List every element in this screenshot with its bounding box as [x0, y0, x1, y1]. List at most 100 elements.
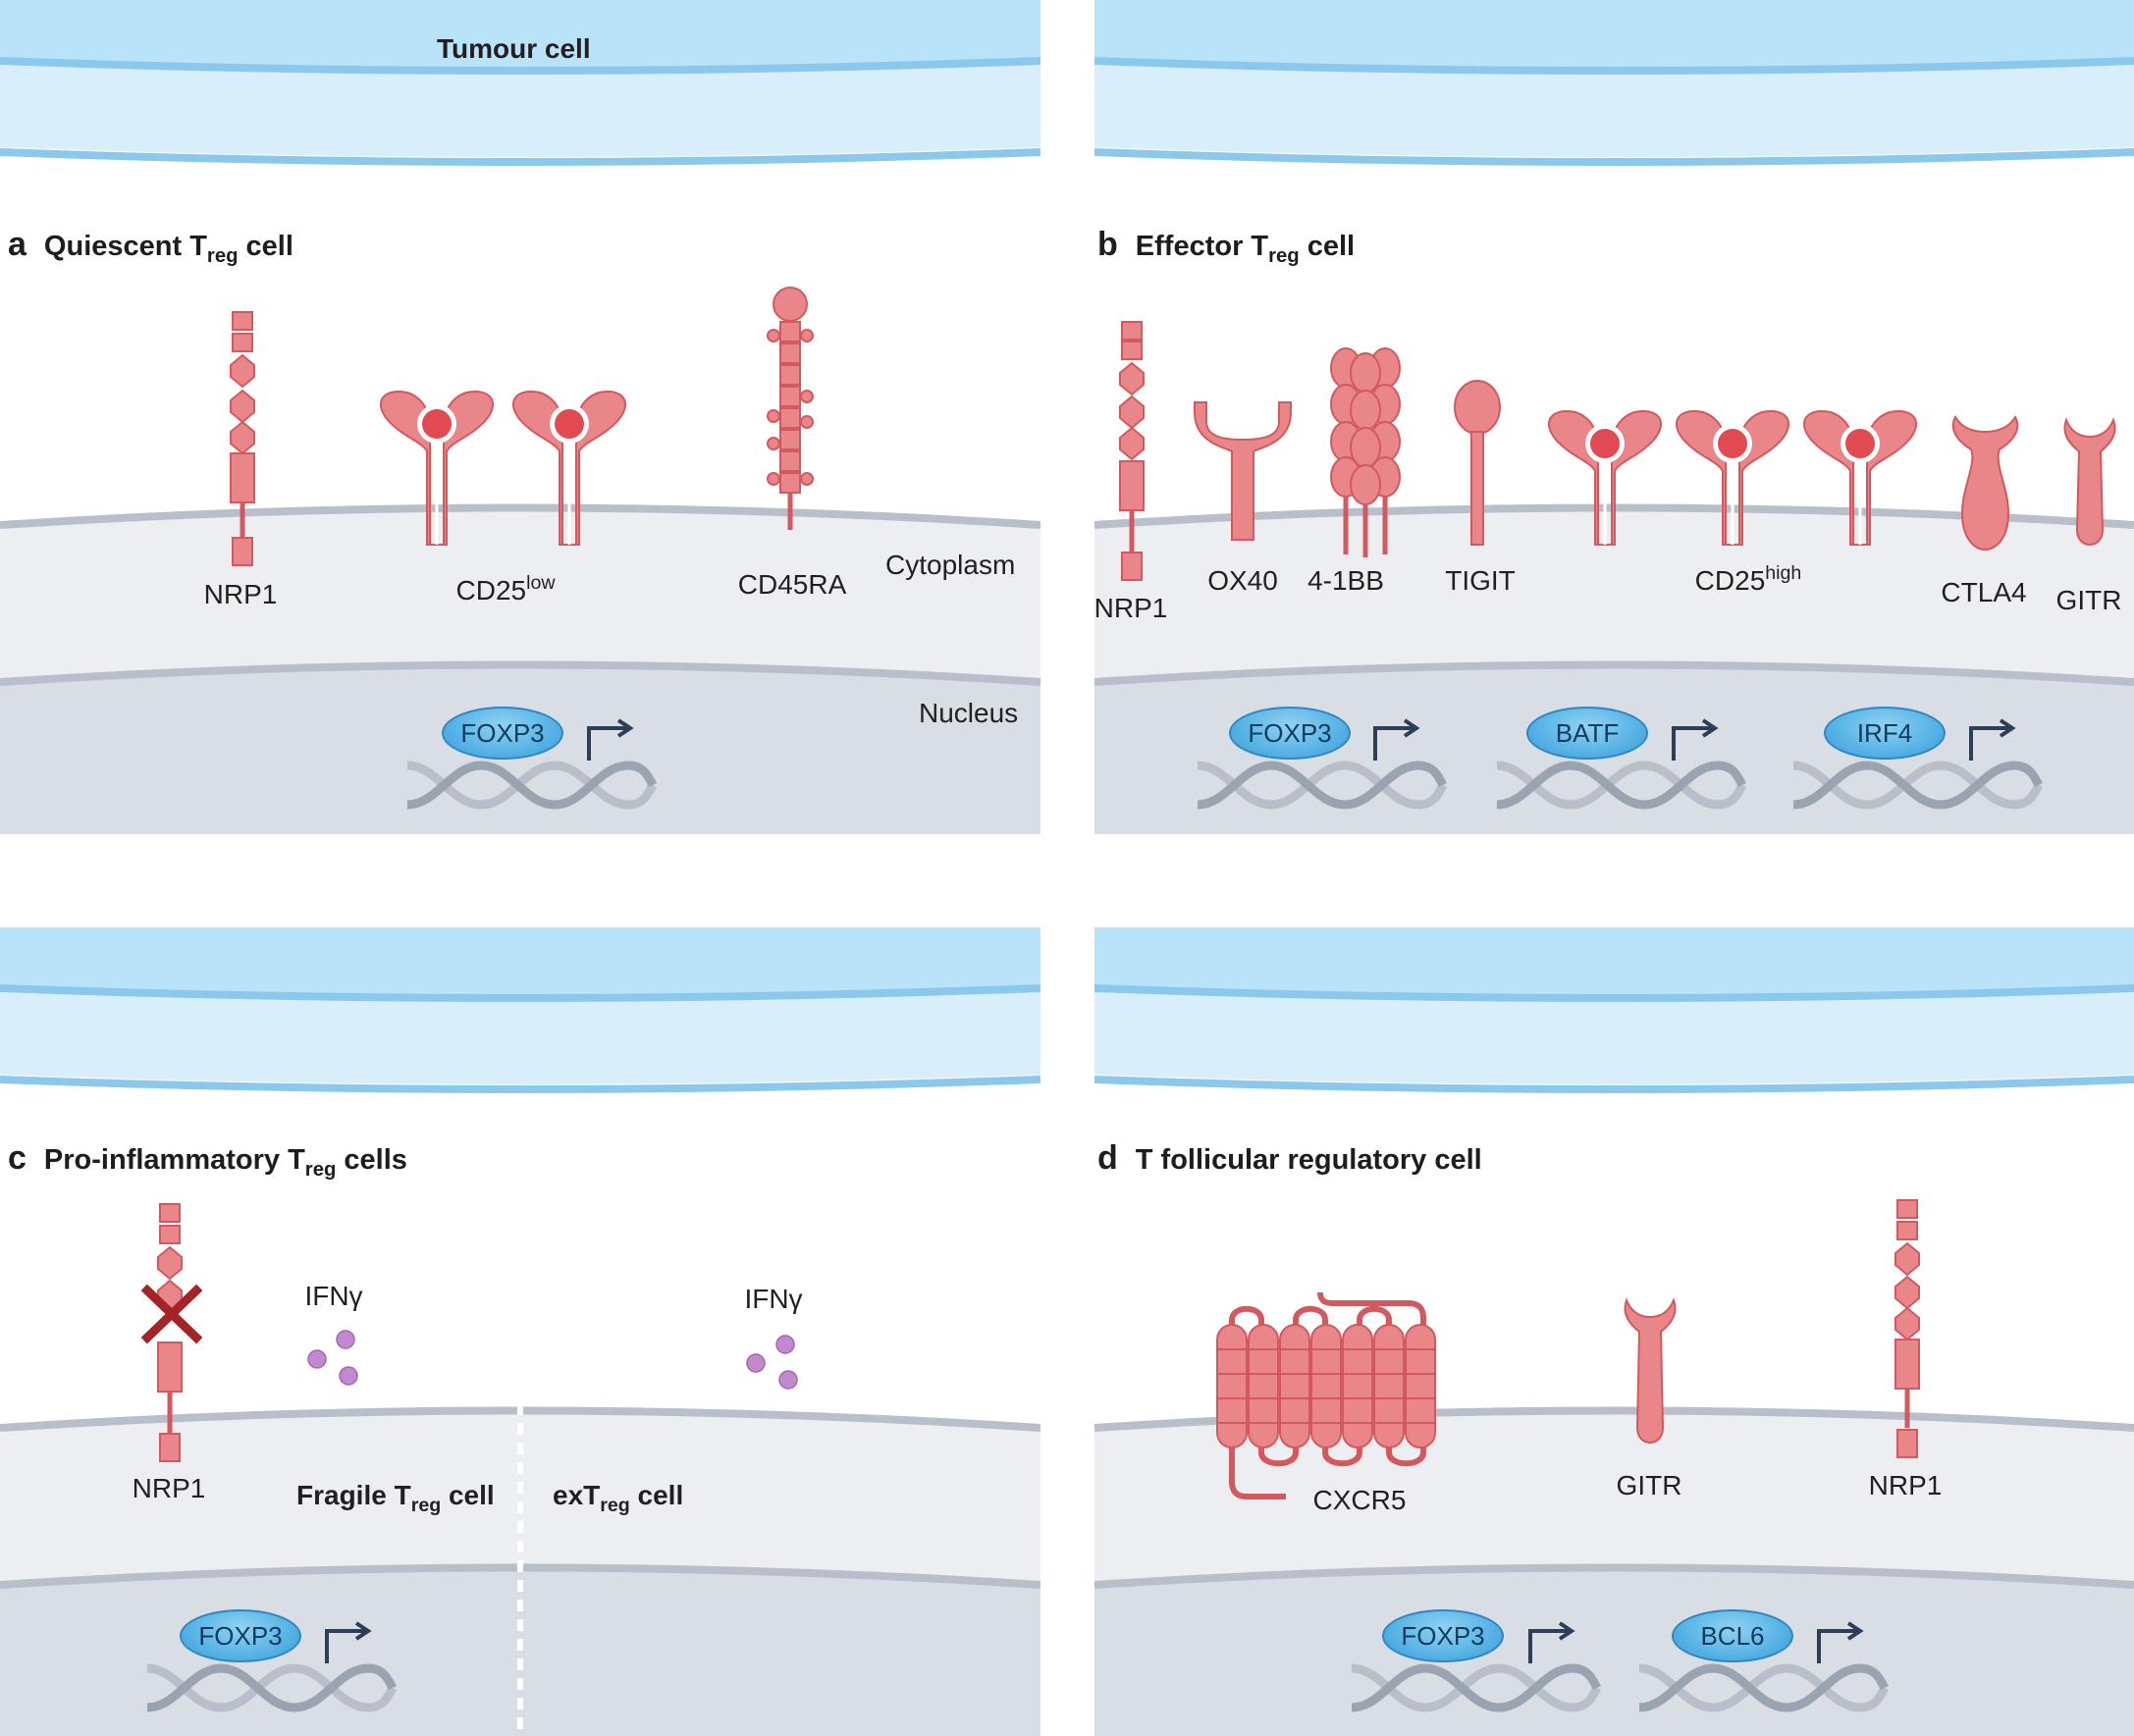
panel-letter: c: [8, 1139, 27, 1177]
dna-helix: [1638, 1663, 1890, 1712]
nrp1-receptor: [1894, 1199, 1920, 1458]
panel-letter: d: [1097, 1139, 1118, 1177]
nrp1-receptor: [230, 311, 255, 566]
transcription-arrow: [325, 1621, 372, 1663]
transcription-arrow: [587, 718, 634, 761]
ifng-label: IFNγ: [304, 1281, 363, 1311]
title-text: Quiescent T: [43, 231, 207, 262]
dna-helix: [146, 1663, 398, 1712]
dna-helix: [1197, 761, 1448, 810]
ctla4-label: CTLA4: [1941, 577, 2027, 607]
title-sub: reg: [304, 1159, 337, 1182]
label-sub: reg: [410, 1494, 442, 1516]
dna-helix: [1351, 1663, 1602, 1712]
4-1bb-receptor: [1330, 347, 1401, 557]
gitr-label: GITR: [2055, 585, 2122, 615]
title-text: T follicular regulatory cell: [1135, 1144, 1482, 1176]
tumour-body: [0, 61, 1040, 157]
tumour-membrane-lower: [1094, 1076, 2134, 1093]
tumour-membrane-lower: [0, 1076, 1040, 1093]
ox40-label: OX40: [1207, 565, 1278, 596]
label-text: Fragile T: [296, 1480, 411, 1510]
tigit-label: TIGIT: [1445, 565, 1516, 596]
transcription-arrow: [1969, 718, 2016, 761]
cd25-sup: high: [1765, 562, 1802, 584]
tumour-body: [1094, 988, 2134, 1084]
dna-helix: [406, 761, 658, 810]
panel-d-title: d T follicular regulatory cell: [1097, 1141, 1482, 1175]
tumour-membrane-upper: [0, 57, 1040, 75]
nrp1-label: NRP1: [132, 1473, 206, 1503]
ctla4-receptor: [1951, 414, 2019, 552]
nrp1-label: NRP1: [1868, 1470, 1943, 1500]
title-text: cell: [238, 231, 293, 262]
tumour-membrane-upper: [1094, 984, 2134, 1002]
foxp3-tf: FOXP3: [1382, 1609, 1504, 1662]
title-text: Effector T: [1135, 231, 1269, 262]
panel-a-graphics: [0, 0, 1040, 834]
nuclear-membrane: [1094, 660, 2134, 686]
transcription-arrow: [1373, 718, 1420, 761]
tumour-outer: [0, 927, 1040, 994]
nuclear-membrane: [1094, 1563, 2134, 1589]
title-text: cells: [336, 1144, 407, 1176]
cross-icon: [140, 1284, 203, 1344]
panel-a: Tumour cell a Quiescent Treg cell NRP1 CD…: [0, 0, 1040, 834]
foxp3-tf: FOXP3: [442, 707, 563, 760]
tumour-outer: [0, 0, 1040, 67]
nrp1-label: NRP1: [1094, 593, 1168, 623]
cd25-receptor: [379, 391, 495, 546]
panel-c-graphics: [0, 927, 1040, 1736]
title-text: Pro-inflammatory T: [43, 1144, 305, 1176]
ifng-label: IFNγ: [744, 1284, 803, 1314]
panel-d-graphics: [1094, 927, 2134, 1736]
tigit-receptor: [1454, 380, 1501, 546]
tumour-body: [1094, 61, 2134, 157]
cd45ra-receptor: [767, 287, 814, 530]
tumour-membrane-lower: [1094, 148, 2134, 166]
nucleus: [1094, 1567, 2134, 1736]
extreg-label: exTreg cell: [553, 1482, 683, 1515]
tumour-outer: [1094, 927, 2134, 994]
nuclear-membrane: [0, 660, 1040, 686]
cd45ra-label: CD45RA: [737, 569, 847, 600]
ox40-receptor: [1194, 401, 1292, 541]
panel-letter: b: [1097, 226, 1118, 263]
cd25-text: CD25: [455, 574, 527, 605]
fragile-treg-label: Fragile Treg cell: [296, 1482, 495, 1515]
label-text: cell: [441, 1480, 495, 1510]
gitr-label: GITR: [1616, 1470, 1682, 1500]
tumour-membrane-lower: [0, 148, 1040, 166]
ifng-molecules: [307, 1330, 358, 1386]
bcl6-tf: BCL6: [1672, 1609, 1793, 1662]
nrp1-label: NRP1: [203, 579, 278, 609]
transcription-arrow: [1817, 1621, 1864, 1663]
panel-c-title: c Pro-inflammatory Treg cells: [8, 1141, 407, 1180]
nucleus-label: Nucleus: [919, 698, 1019, 728]
title-text: cell: [1299, 231, 1356, 262]
gitr-receptor: [2063, 417, 2116, 546]
title-sub: reg: [206, 245, 239, 268]
cd25-sup: low: [526, 572, 556, 594]
label-sub: reg: [600, 1494, 630, 1516]
foxp3-tf: FOXP3: [1229, 707, 1351, 760]
panel-a-title: a Quiescent Treg cell: [8, 228, 293, 266]
plasma-membrane: [0, 503, 1040, 529]
panel-letter: a: [8, 226, 27, 263]
4-1bb-label: 4-1BB: [1307, 565, 1384, 596]
foxp3-tf: FOXP3: [180, 1609, 301, 1662]
tumour-cell-label: Tumour cell: [437, 33, 591, 64]
cxcr5-label: CXCR5: [1312, 1485, 1407, 1515]
label-text: exT: [553, 1480, 601, 1510]
cd25-receptor: [1802, 410, 1918, 546]
tumour-body: [0, 988, 1040, 1084]
tumour-outer: [1094, 0, 2134, 67]
panel-d: d T follicular regulatory cell CXCR5 GITR…: [1094, 927, 2134, 1736]
irf4-tf: IRF4: [1824, 707, 1946, 760]
batf-tf: BATF: [1526, 707, 1648, 760]
cytoplasm-label: Cytoplasm: [885, 550, 1016, 580]
dna-helix: [1792, 761, 2044, 810]
